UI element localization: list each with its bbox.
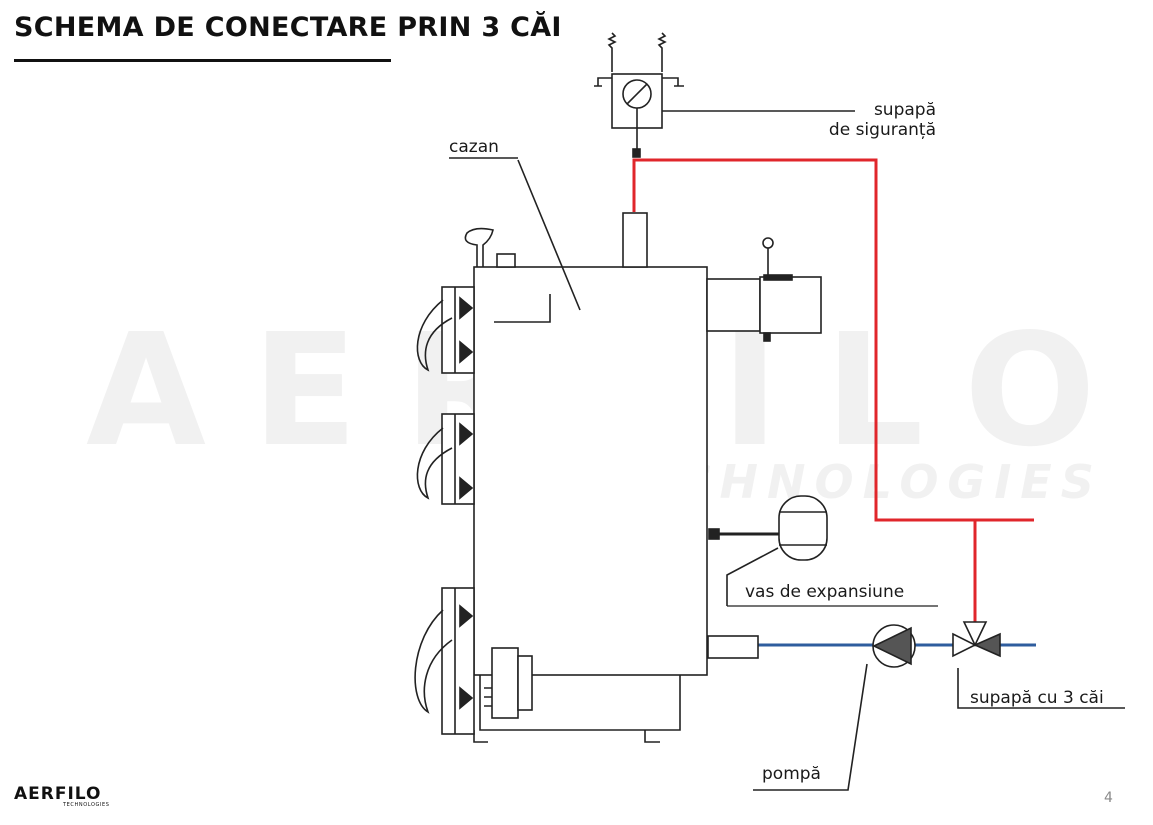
three-way-valve-label: supapă cu 3 căi	[970, 688, 1104, 708]
supply-pipe	[632, 158, 1034, 622]
safety-valve-label: supapă de siguranță	[780, 100, 936, 140]
title-underline	[14, 59, 391, 62]
pump-label: pompă	[762, 764, 821, 784]
page-title: SCHEMA DE CONECTARE PRIN 3 CĂI	[14, 12, 562, 43]
circulation-pump	[753, 624, 916, 791]
boiler-door-lower	[414, 587, 475, 735]
boiler-door-middle	[416, 413, 475, 505]
three-way-valve	[952, 621, 1125, 709]
brand-logo: AERFILO TECHNOLOGIES	[14, 784, 110, 809]
boiler-controller	[706, 237, 822, 342]
expansion-vessel-label: vas de expansiune	[745, 582, 905, 602]
expansion-vessel	[708, 495, 828, 606]
safety-valve	[594, 32, 855, 158]
boiler-door-upper	[416, 286, 475, 374]
safety-valve-label-line1: supapă	[873, 100, 936, 120]
brand-logo-text: AERFILO	[14, 784, 102, 804]
boiler-label: cazan	[449, 137, 499, 157]
safety-valve-label-line2: de siguranță	[828, 120, 936, 140]
page-number: 4	[1104, 790, 1113, 806]
boiler	[449, 157, 708, 743]
brand-logo-tagline: TECHNOLOGIES	[63, 802, 110, 808]
return-connection	[707, 635, 759, 659]
